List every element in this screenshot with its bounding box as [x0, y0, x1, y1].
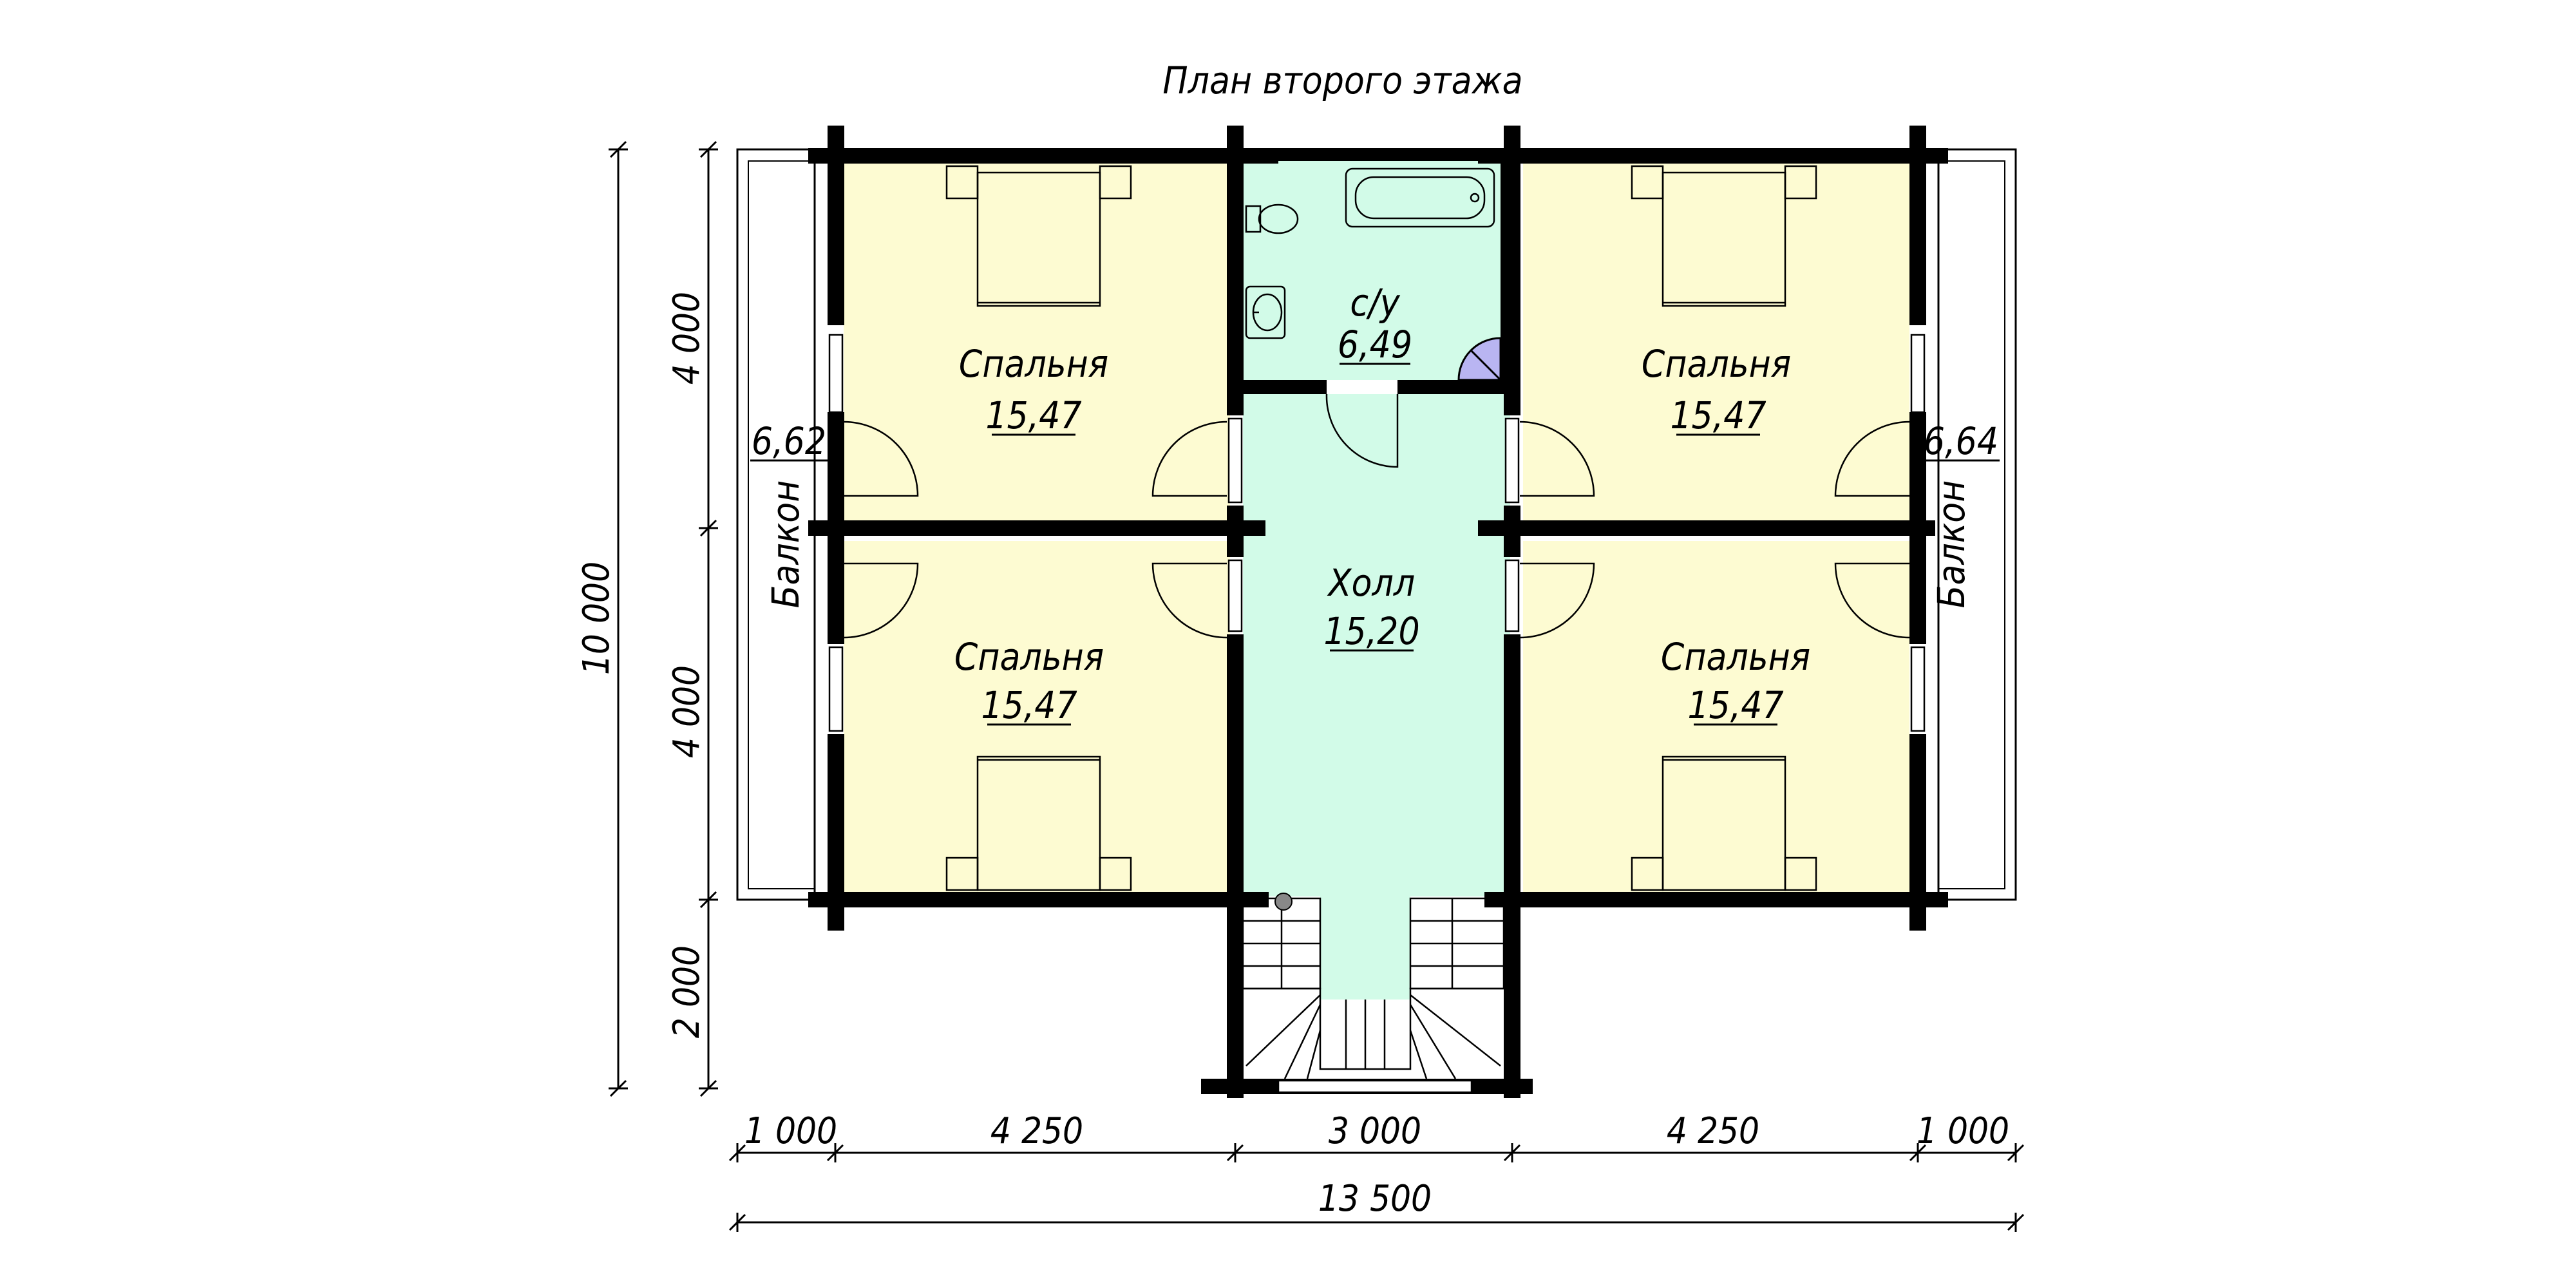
hall-name: Холл — [1327, 561, 1415, 605]
room-labels: Спальня 15,47 Спальня 15,47 Спальня 15,4… — [750, 281, 2000, 727]
door-tr-balcony — [1834, 421, 1910, 497]
dim-vertical-part-1: 4 000 — [666, 292, 708, 384]
wall-center-left-mid — [1227, 506, 1244, 557]
wall-left-lower — [828, 734, 844, 931]
window-hall-right-low — [1504, 559, 1520, 632]
window-hall-right — [1504, 417, 1520, 504]
door-tl-hall — [1151, 421, 1227, 497]
balcony-right-area: 6,64 — [1924, 419, 1998, 463]
wall-bath-left — [1236, 380, 1327, 394]
wall-left-mid — [828, 412, 844, 644]
dim-horizontal-part-2: 4 250 — [990, 1110, 1083, 1152]
dim-horizontal-part-4: 4 250 — [1667, 1110, 1759, 1152]
bed-br — [1631, 755, 1817, 891]
wall-center-right-low — [1504, 634, 1520, 1098]
bedroom-tr-area: 15,47 — [1670, 393, 1766, 437]
doors — [843, 393, 1910, 639]
balcony-left-name: Балкон — [764, 480, 808, 609]
wall-mid-right — [1478, 520, 1935, 536]
bedroom-br-area: 15,47 — [1687, 683, 1783, 727]
bathroom-fixtures — [1245, 167, 1495, 339]
bedroom-bl-area: 15,47 — [981, 683, 1077, 727]
wall-bath-right — [1397, 380, 1510, 394]
door-br-balcony — [1834, 562, 1910, 639]
bed-bl — [945, 755, 1132, 891]
wall-center-left-low — [1227, 634, 1244, 1098]
dim-horizontal-part-3: 3 000 — [1329, 1110, 1421, 1152]
window-hall-left-low — [1227, 559, 1243, 632]
wall-center-right-mid — [1504, 506, 1520, 557]
walls — [808, 126, 1948, 1098]
door-tr-hall — [1519, 421, 1595, 497]
dim-horizontal-part-1: 1 000 — [744, 1110, 837, 1152]
wall-mid-left — [808, 520, 1265, 536]
window-right-lower — [1910, 646, 1926, 732]
bedroom-br-name: Спальня — [1661, 635, 1810, 679]
bedroom-tl-name: Спальня — [959, 342, 1108, 386]
bathroom-area: 6,49 — [1338, 323, 1412, 366]
hall-fill — [1243, 394, 1510, 896]
wall-bath-vertical — [1501, 158, 1512, 383]
dim-vertical-total: 10 000 — [576, 562, 618, 675]
stair-post-icon — [1274, 893, 1293, 911]
windows — [828, 334, 1926, 1094]
balcony-right-name: Балкон — [1929, 480, 1973, 609]
dim-horizontal-total: 13 500 — [1318, 1178, 1432, 1220]
window-right-upper — [1910, 334, 1926, 413]
sink-icon — [1245, 285, 1286, 339]
balcony-right-inner — [1938, 160, 2005, 889]
window-hall-left — [1227, 417, 1243, 504]
window-left-lower — [828, 646, 844, 732]
door-tl-balcony — [843, 421, 919, 497]
bed-tl — [945, 165, 1132, 307]
window-left-upper — [828, 334, 844, 413]
door-bl-hall — [1151, 562, 1227, 639]
hall-area: 15,20 — [1323, 609, 1419, 653]
toilet-icon — [1245, 204, 1299, 234]
bathroom-name: с/у — [1350, 281, 1400, 325]
wall-top-mid — [1243, 148, 1510, 161]
wall-bottom-left — [808, 892, 1269, 907]
dimensions: 10 000 4 000 4 000 2 000 1 000 4 250 3 0… — [576, 140, 2025, 1232]
wall-bottom-right — [1484, 892, 1948, 907]
page-title: План второго этажа — [1162, 59, 1522, 102]
bedroom-tl-area: 15,47 — [985, 393, 1081, 437]
dim-vertical-part-2: 4 000 — [666, 665, 708, 758]
dim-horizontal-part-5: 1 000 — [1917, 1110, 2009, 1152]
door-bathroom — [1325, 393, 1399, 468]
wall-top-left — [808, 148, 1278, 164]
door-bl-balcony — [843, 562, 919, 639]
wall-top-right — [1478, 148, 1948, 164]
bedroom-tl-fill — [844, 158, 1230, 525]
hall-stair-landing-fill — [1320, 896, 1410, 1000]
wall-left-upper — [828, 126, 844, 325]
balcony-left-area: 6,62 — [752, 419, 826, 463]
bedroom-tr-name: Спальня — [1642, 342, 1791, 386]
wall-right-lower — [1909, 734, 1926, 931]
wall-right-mid — [1909, 412, 1926, 644]
bathroom-fill — [1243, 158, 1510, 380]
bathtub-icon — [1345, 167, 1495, 228]
dim-vertical-part-3: 2 000 — [666, 945, 708, 1038]
door-br-hall — [1519, 562, 1595, 639]
bed-tr — [1631, 165, 1817, 307]
bedroom-tr-fill — [1523, 158, 1909, 525]
bedroom-bl-name: Спальня — [954, 635, 1104, 679]
beds — [945, 165, 1817, 891]
wall-right-upper — [1909, 126, 1926, 325]
wall-center-left-top — [1227, 126, 1244, 415]
window-stair-bottom — [1277, 1079, 1473, 1094]
